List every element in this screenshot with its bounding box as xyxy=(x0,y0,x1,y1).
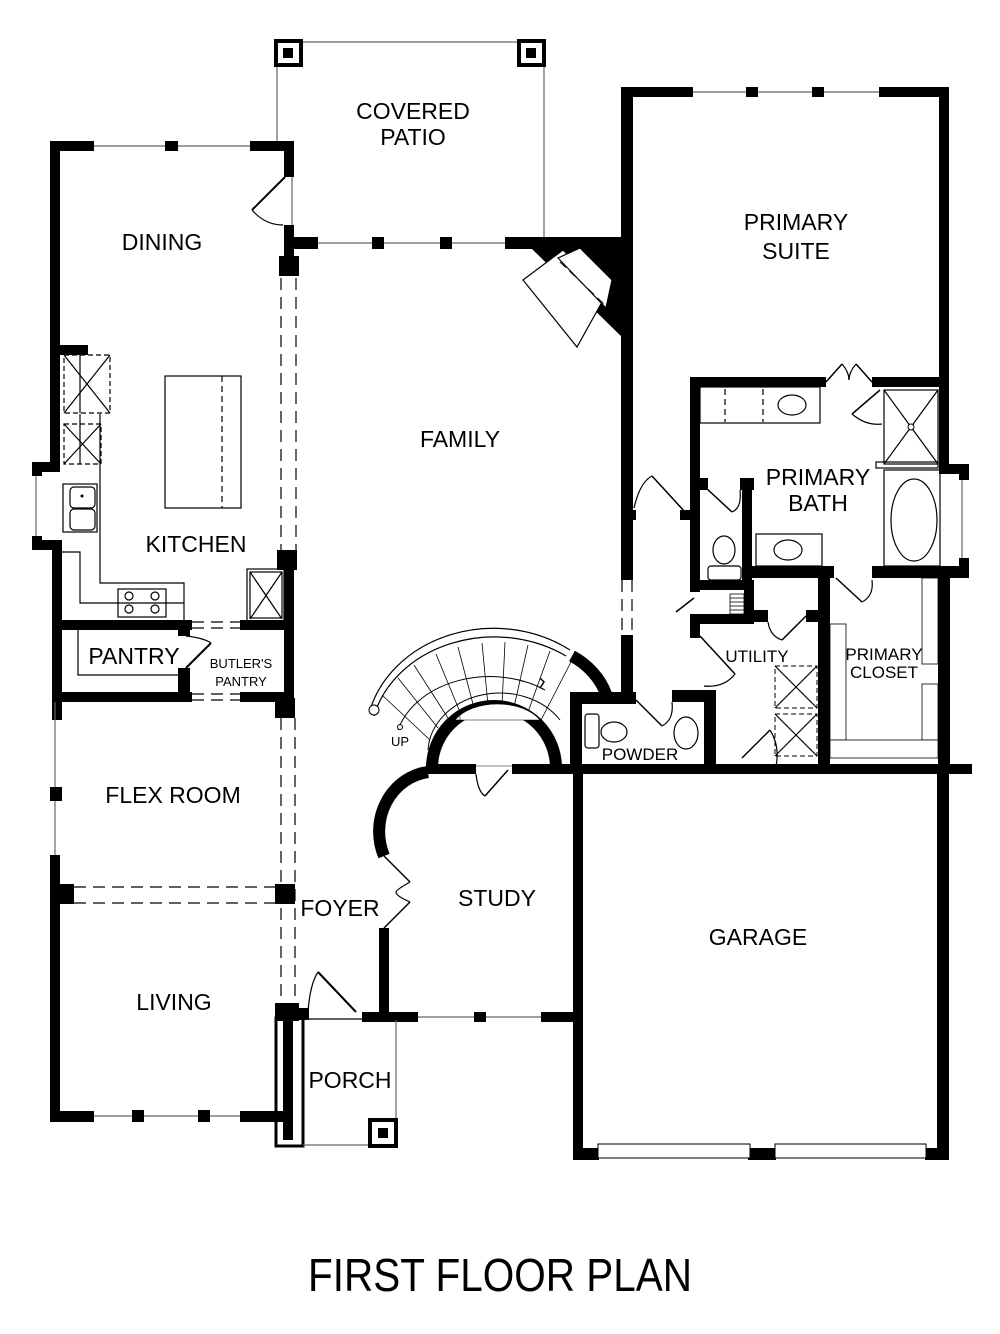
family-label: FAMILY xyxy=(420,426,500,452)
butlers-pantry-label: PANTRY xyxy=(215,674,267,689)
toilet-icon xyxy=(584,713,628,749)
stair-storage-hatch xyxy=(454,703,541,721)
study-walls xyxy=(275,764,972,1022)
primary-closet-label: PRIMARY xyxy=(845,645,922,664)
primary-suite-walls xyxy=(621,87,949,387)
shower-icon xyxy=(851,389,939,469)
room-labels: COVERED PATIO PRIMARY SUITE DINING FAMIL… xyxy=(88,98,922,1093)
study-label: STUDY xyxy=(458,885,536,911)
kitchen-label: KITCHEN xyxy=(146,531,247,557)
family-walls xyxy=(284,88,636,695)
utility-label: UTILITY xyxy=(725,647,788,666)
pantry-label: PANTRY xyxy=(88,643,179,669)
flex-living-walls xyxy=(50,702,305,1148)
primary-closet-label: CLOSET xyxy=(850,663,918,682)
covered-patio-label: COVERED xyxy=(356,98,470,124)
butlers-pantry-label: BUTLER'S xyxy=(210,656,273,671)
garage-door-icon xyxy=(597,1143,927,1159)
fireplace-icon xyxy=(522,247,613,349)
kitchen-family-opening xyxy=(280,278,297,550)
covered-patio-outline xyxy=(274,39,546,240)
plan-title: FIRST FLOOR PLAN xyxy=(308,1249,692,1301)
garage-walls xyxy=(573,766,949,1160)
pedestal-sink-icon xyxy=(673,716,699,750)
flex-room-label: FLEX ROOM xyxy=(105,782,240,808)
covered-patio-label: PATIO xyxy=(380,124,446,150)
kitchen-fixtures xyxy=(62,354,285,676)
vanity-sink-icon xyxy=(773,539,803,561)
primary-suite-label: SUITE xyxy=(762,238,830,264)
utility-closet-walls xyxy=(633,475,950,768)
washer-dryer-icon xyxy=(774,665,818,757)
powder-walls xyxy=(570,690,716,772)
stair-up-label: UP xyxy=(391,734,409,749)
linen-shelving xyxy=(729,593,745,615)
primary-bath-label: BATH xyxy=(788,490,848,516)
primary-suite-label: PRIMARY xyxy=(744,209,848,235)
living-label: LIVING xyxy=(136,989,211,1015)
vanity-sink-icon xyxy=(777,394,807,416)
stair-icon xyxy=(368,627,612,769)
toilet-icon xyxy=(707,535,742,581)
porch-label: PORCH xyxy=(308,1067,391,1093)
dining-label: DINING xyxy=(122,229,203,255)
primary-bath-label: PRIMARY xyxy=(766,464,870,490)
porch-outline xyxy=(303,1020,398,1148)
bathtub-icon xyxy=(883,469,941,567)
powder-label: POWDER xyxy=(602,745,679,764)
garage-label: GARAGE xyxy=(709,924,807,950)
foyer-label: FOYER xyxy=(300,895,379,921)
closet-shelving-icon xyxy=(829,577,939,759)
